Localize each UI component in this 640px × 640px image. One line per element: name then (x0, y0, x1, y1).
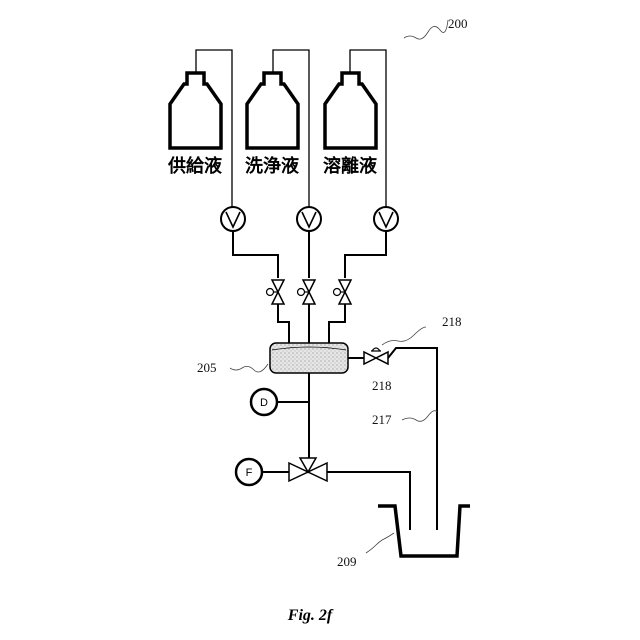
bottle-elution (325, 73, 376, 148)
line-to-column-3 (329, 304, 345, 343)
waste-leader (366, 533, 394, 553)
valve-218 (364, 348, 388, 364)
valve-elution (334, 280, 352, 304)
bottle-wash-label: 洗浄液 (245, 155, 300, 177)
pump-elution (374, 207, 398, 231)
label-200: 200 (448, 16, 468, 31)
gauge-f-label: F (246, 467, 253, 479)
label-217: 217 (372, 412, 392, 427)
bottle-supply (170, 73, 221, 148)
bottle-supply-label: 供給液 (167, 155, 223, 177)
three-way-valve (289, 458, 327, 481)
gauge-d: D (251, 389, 277, 415)
valve-218-leader (382, 327, 426, 345)
gauge-d-label: D (260, 397, 268, 409)
column (270, 343, 348, 373)
line-supply (233, 231, 278, 278)
bottle-elution-label: 溶離液 (323, 155, 378, 177)
column-leader (230, 364, 268, 372)
figure-caption: Fig. 2f (287, 607, 334, 624)
label-205: 205 (197, 360, 217, 375)
line-to-column-1 (278, 304, 289, 343)
label-218-bottom: 218 (372, 378, 392, 393)
waste-container (378, 506, 470, 556)
label-218-top: 218 (442, 314, 462, 329)
bottle-wash (247, 73, 298, 148)
label-209: 209 (337, 554, 357, 569)
system-leader (404, 20, 448, 39)
line-217-leader (402, 411, 437, 422)
line-elution (345, 231, 386, 278)
pump-supply (221, 207, 245, 231)
line-217 (388, 348, 437, 530)
pump-wash (297, 207, 321, 231)
valve-supply (267, 280, 285, 304)
valve-wash (298, 280, 316, 304)
gauge-f: F (236, 459, 262, 485)
